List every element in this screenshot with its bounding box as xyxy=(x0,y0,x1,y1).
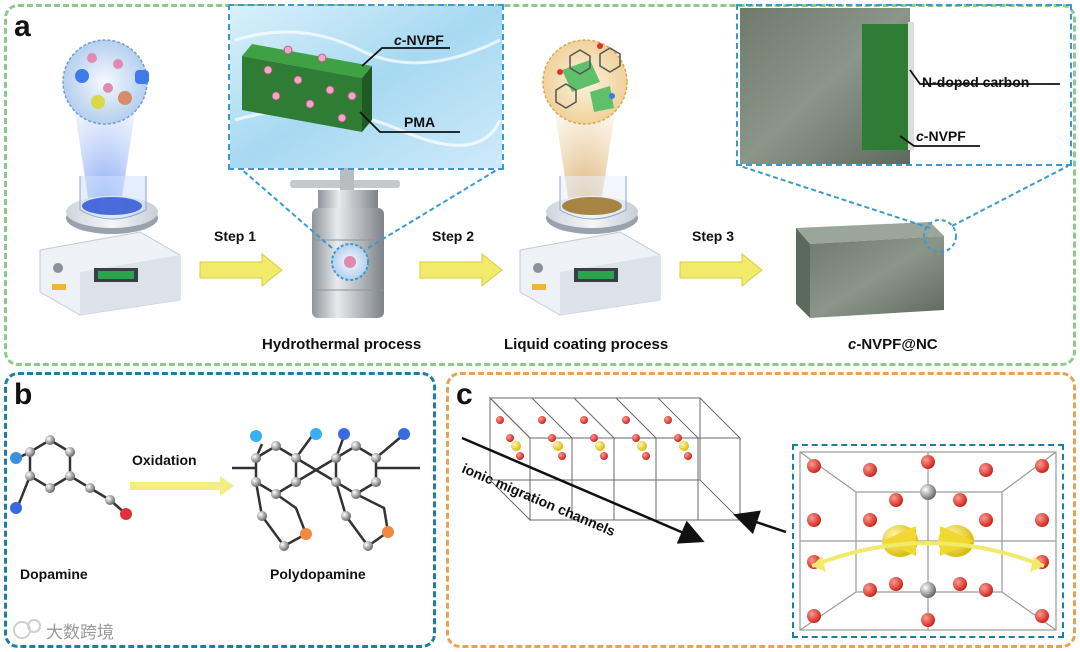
sodium-atom xyxy=(595,441,605,451)
detail-oxygen-atom xyxy=(889,577,903,591)
lattice-atom xyxy=(590,434,598,442)
detail-oxygen-atom xyxy=(1035,609,1049,623)
detail-oxygen-atom xyxy=(921,455,935,469)
inset-right-nvpf-rest: -NVPF xyxy=(923,128,966,144)
panel-b-letter: b xyxy=(14,378,33,411)
inset-right-nvpf-prefix: c xyxy=(916,128,924,144)
inset-right-nvpf-label: c-NVPF xyxy=(916,128,966,144)
panel-a-frame xyxy=(4,4,1076,366)
lattice-atom xyxy=(580,416,588,424)
polydopamine-label: Polydopamine xyxy=(270,566,366,582)
detail-oxygen-atom xyxy=(979,513,993,527)
crystal-detail-frame xyxy=(792,444,1064,638)
crystal-channel-atoms xyxy=(496,416,692,460)
inset-pma-label: PMA xyxy=(404,114,436,130)
detail-oxygen-atom xyxy=(921,613,935,627)
sodium-atom xyxy=(553,441,563,451)
watermark-text: 大数跨境 xyxy=(46,623,114,643)
lattice-atom xyxy=(538,416,546,424)
detail-oxygen-atom xyxy=(807,459,821,473)
lattice-atom xyxy=(496,416,504,424)
channel-direction-arrow xyxy=(461,436,705,544)
lattice-atom xyxy=(622,416,630,424)
detail-oxygen-atom xyxy=(979,463,993,477)
detail-oxygen-atom xyxy=(889,493,903,507)
detail-metal-atom xyxy=(920,582,936,598)
zoom-arrow xyxy=(733,510,787,535)
detail-oxygen-atom xyxy=(863,583,877,597)
inset-right xyxy=(740,8,1060,164)
lattice-atom xyxy=(506,434,514,442)
panel-c-frame xyxy=(446,372,1076,648)
inset-nvpf-prefix: c xyxy=(394,32,402,48)
step-3-label: Step 3 xyxy=(692,228,735,244)
detail-oxygen-atom xyxy=(953,493,967,507)
panel-b-frame xyxy=(4,372,436,648)
inset-nvpf-rest: -NVPF xyxy=(401,32,444,48)
detail-oxygen-atom xyxy=(863,463,877,477)
step-2-label: Step 2 xyxy=(432,228,475,244)
product-caption-prefix: c xyxy=(848,336,857,353)
lattice-atom xyxy=(664,416,672,424)
dopamine-atoms xyxy=(10,435,132,520)
panel-c-letter: c xyxy=(456,378,473,411)
coating-caption: Liquid coating process xyxy=(504,336,669,353)
step-arrows xyxy=(199,252,763,288)
oxidation-arrow xyxy=(130,476,234,496)
detail-oxygen-atom xyxy=(863,513,877,527)
polydopamine-atoms xyxy=(250,428,410,551)
inset-left-frame xyxy=(228,4,504,170)
detail-oxygen-atom xyxy=(807,609,821,623)
inset-nvpf-label: c-NVPF xyxy=(394,32,444,48)
lattice-atom xyxy=(632,434,640,442)
lattice-atom xyxy=(548,434,556,442)
product-caption: c-NVPF@NC xyxy=(848,336,938,353)
stirrer-2 xyxy=(519,39,661,316)
detail-oxygen-atom xyxy=(953,577,967,591)
sodium-atom xyxy=(679,441,689,451)
step-1-label: Step 1 xyxy=(214,228,257,244)
product-caption-rest: -NVPF@NC xyxy=(856,336,938,353)
detail-oxygen-atom xyxy=(979,583,993,597)
detail-oxygen-atom xyxy=(807,513,821,527)
product-block xyxy=(796,219,957,318)
detail-oxygen-atom xyxy=(1035,459,1049,473)
stirrer-1 xyxy=(39,39,181,316)
oxidation-label: Oxidation xyxy=(132,452,197,468)
lattice-atom xyxy=(600,452,608,460)
sodium-atom xyxy=(511,441,521,451)
hydrothermal-vessel xyxy=(290,168,400,318)
carbon-label: N-doped carbon xyxy=(922,74,1030,90)
watermark-logo xyxy=(13,619,41,639)
lattice-atom xyxy=(516,452,524,460)
dopamine-label: Dopamine xyxy=(20,566,88,582)
lattice-atom xyxy=(558,452,566,460)
inset-left xyxy=(230,6,502,168)
detail-metal-atom xyxy=(920,484,936,500)
inset-right-frame xyxy=(736,4,1072,166)
lattice-atom xyxy=(684,452,692,460)
lattice-atom xyxy=(674,434,682,442)
sodium-atom xyxy=(637,441,647,451)
panel-a-letter: a xyxy=(14,10,31,43)
detail-oxygen-atom xyxy=(1035,513,1049,527)
lattice-atom xyxy=(642,452,650,460)
crystal-detail xyxy=(794,446,1062,636)
hydrothermal-caption: Hydrothermal process xyxy=(262,336,422,353)
